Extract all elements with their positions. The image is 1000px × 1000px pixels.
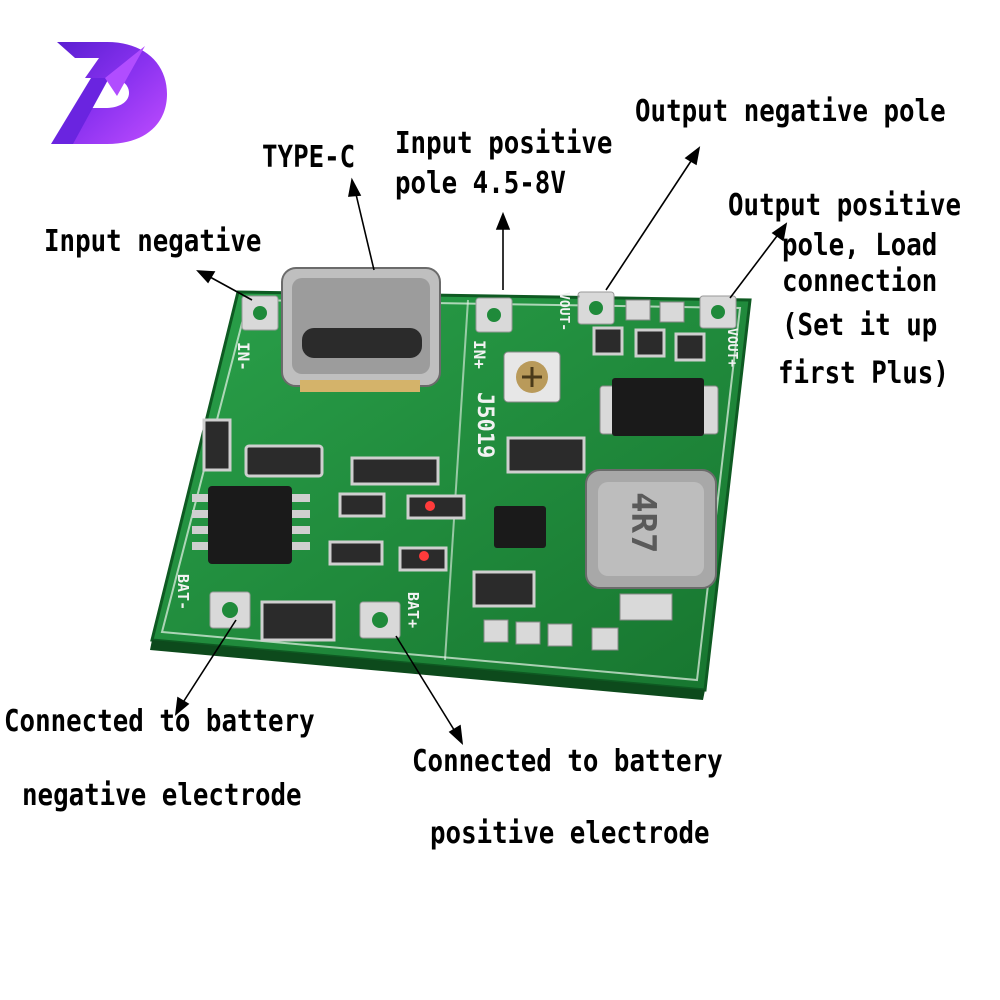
type-c-connector	[281, 267, 441, 392]
silk-bat-minus: BAT-	[174, 574, 192, 610]
boost-ic	[494, 506, 546, 548]
silk-inductor: 4R7	[623, 492, 663, 553]
led-indicator	[425, 501, 435, 511]
output-diode	[599, 378, 719, 436]
label-input-positive-line1: Input positive	[395, 126, 613, 161]
label-input-negative: Input negative	[44, 224, 262, 259]
label-output-positive-line3: connection	[782, 264, 938, 299]
label-battery-positive-line2: positive electrode	[430, 816, 710, 851]
brand-logo	[51, 42, 167, 144]
silk-chip-id: J5019	[472, 392, 497, 458]
label-output-positive-line4: (Set it up	[782, 308, 938, 343]
label-type-c: TYPE-C	[262, 140, 356, 175]
smd-components	[202, 326, 706, 642]
silk-bat-plus: BAT+	[404, 592, 422, 628]
pad-in-minus	[241, 295, 279, 331]
label-input-positive-line2: pole 4.5-8V	[395, 166, 566, 201]
label-battery-negative-line1: Connected to battery	[4, 704, 315, 739]
pad-vout-minus	[577, 291, 615, 325]
pad-vout-plus	[699, 295, 737, 329]
label-output-positive-line5: first Plus)	[778, 356, 949, 391]
pad-in-plus	[475, 297, 513, 333]
label-battery-positive-line1: Connected to battery	[412, 744, 723, 779]
label-output-negative: Output negative pole	[635, 94, 946, 129]
label-output-positive-line1: Output positive	[728, 188, 962, 223]
label-output-positive-line2: pole, Load	[782, 228, 938, 263]
led-indicator	[419, 551, 429, 561]
callout-arrows	[174, 146, 788, 746]
charge-ic	[192, 486, 310, 564]
silk-vout-plus: VOUT+	[724, 328, 739, 367]
pad-bat-plus	[359, 601, 401, 639]
inductor	[585, 469, 717, 589]
pad-bat-minus	[209, 591, 251, 629]
silk-in-plus: IN+	[470, 340, 489, 369]
silk-vout-minus: VOUT-	[556, 292, 571, 331]
label-battery-negative-line2: negative electrode	[22, 778, 302, 813]
potentiometer	[503, 351, 561, 403]
bottom-pads	[483, 295, 685, 651]
silk-in-minus: IN-	[234, 342, 253, 371]
